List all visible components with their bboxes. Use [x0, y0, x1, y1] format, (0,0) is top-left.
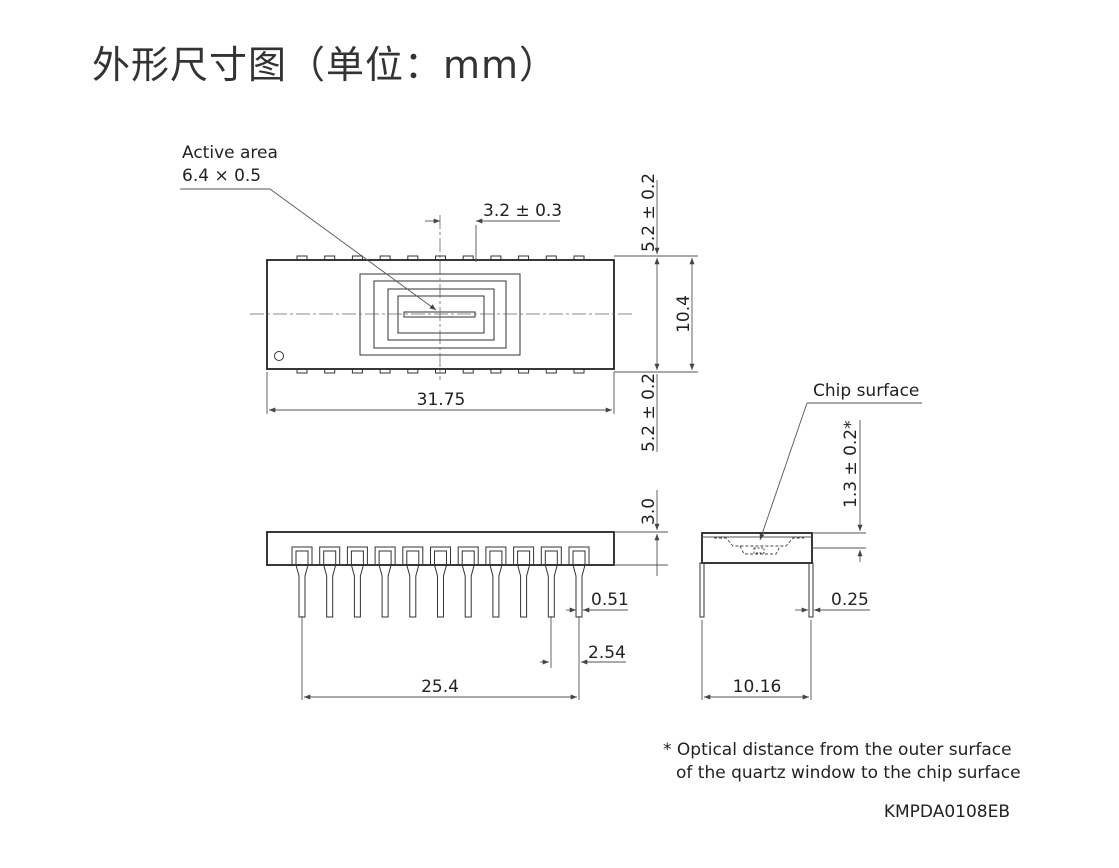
package-body-side: [701, 532, 813, 564]
side-lead-right: [808, 562, 814, 618]
active-area-size: 6.4 × 0.5: [182, 166, 261, 186]
footnote-line2: of the quartz window to the chip surface: [676, 763, 1021, 783]
front-view: 3.0 0.51 2.54 25.4: [266, 490, 668, 700]
front-pin: [402, 546, 424, 618]
body-width-dim: 10.4: [674, 295, 694, 333]
front-pin: [568, 546, 590, 618]
active-area-label: Active area: [182, 143, 278, 163]
front-pin: [346, 546, 368, 618]
document-code: KMPDA0108EB: [884, 802, 1010, 822]
front-pin: [430, 546, 451, 618]
front-view-pins: [291, 546, 590, 618]
front-pin: [319, 546, 341, 618]
package-height-dim: 3.0: [639, 498, 659, 525]
window-frame-4: [397, 295, 485, 334]
lead-thickness-dim: 0.25: [831, 590, 869, 610]
side-lead-left: [699, 562, 705, 618]
chip-surface-label: Chip surface: [813, 381, 919, 401]
chip-cavity: [714, 537, 804, 547]
page-title: 外形尺寸图（单位：mm）: [92, 43, 559, 87]
pin1-marker: [274, 351, 284, 361]
package-body-front: [266, 531, 615, 566]
active-area-rect: [403, 311, 476, 318]
package-body-top: [266, 259, 615, 370]
front-pin: [374, 546, 396, 618]
side-view: Chip surface 1.3 ± 0.2* 0.25 10.16: [699, 381, 922, 700]
window-offset-dim: 3.2 ± 0.3: [483, 201, 562, 221]
pin-pitch-dim: 2.54: [588, 643, 626, 663]
front-pin: [485, 546, 507, 618]
top-view: Active area 6.4 × 0.5 3.2 ± 0.3 31.75 5.…: [180, 143, 698, 452]
optical-distance-dim: 1.3 ± 0.2*: [841, 420, 861, 508]
row-spacing-dim: 10.16: [733, 677, 782, 697]
front-pin: [513, 546, 535, 618]
front-pin: [291, 546, 313, 618]
front-pin: [457, 546, 479, 618]
pin-width-dim: 0.51: [591, 590, 629, 610]
front-pin: [540, 546, 562, 618]
footnote-line1: * Optical distance from the outer surfac…: [663, 740, 1012, 760]
top-pin-height-dim: 5.2 ± 0.2: [639, 173, 659, 252]
active-area-leader: [269, 188, 437, 311]
pin-span-dim: 25.4: [421, 677, 459, 697]
body-length-dim: 31.75: [417, 390, 466, 410]
bottom-pin-height-dim: 5.2 ± 0.2: [639, 373, 659, 452]
window-frame-3: [387, 288, 495, 341]
